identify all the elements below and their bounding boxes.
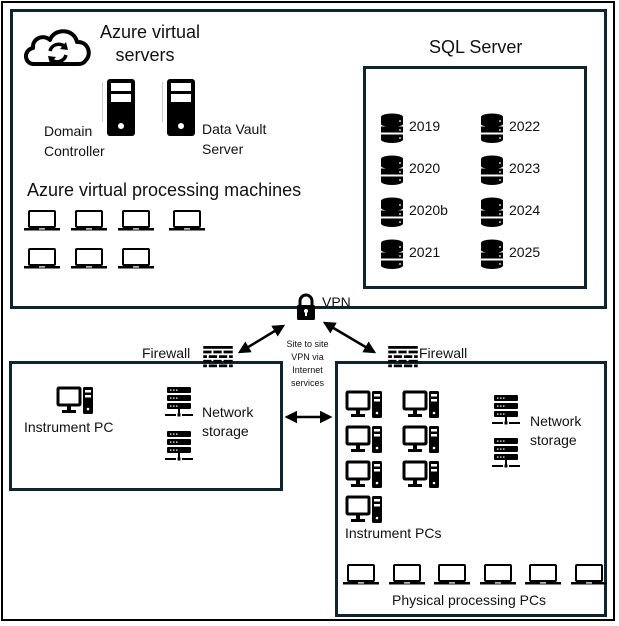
- instrument-pc-icon: [402, 460, 440, 490]
- arrow-vpn-left-firewall: [237, 324, 286, 354]
- database-label: 2020b: [409, 202, 448, 218]
- instrument-pcs-label: Instrument PCs: [345, 525, 442, 541]
- arrow-vpn-right-firewall: [322, 321, 377, 354]
- network-storage-icon: [492, 394, 520, 426]
- instrument-pc-icon: [345, 390, 383, 420]
- left-site-box: [9, 361, 283, 491]
- laptop-icon: [434, 564, 470, 586]
- laptop-icon: [571, 564, 607, 586]
- database-label: 2021: [409, 244, 441, 260]
- domain-controller-label: Domain Controller: [44, 123, 105, 159]
- lock-icon: [297, 293, 315, 320]
- network-storage-icon: [492, 437, 520, 469]
- divider: [162, 82, 163, 122]
- instrument-pc-icon: [345, 460, 383, 490]
- physical-pcs-label: Physical processing PCs: [392, 592, 547, 608]
- database-label: 2020: [409, 160, 441, 176]
- data-vault-server-label: Data Vault Server: [202, 121, 267, 157]
- database-label: 2023: [509, 160, 541, 176]
- instrument-pc-label: Instrument PC: [24, 419, 114, 435]
- vpn-label: VPN: [322, 294, 351, 310]
- database-label: 2019: [409, 118, 441, 134]
- divider: [102, 82, 103, 122]
- laptop-icon: [525, 564, 561, 586]
- left-firewall-label: Firewall: [142, 345, 191, 361]
- instrument-pc-icon: [345, 425, 383, 455]
- network-storage-icon: [165, 386, 193, 418]
- vpn-note: Site to site VPN via Internet services: [286, 339, 329, 388]
- database-label: 2025: [509, 244, 541, 260]
- laptop-icon: [389, 564, 425, 586]
- right-network-storage-label: Network storage: [530, 413, 582, 448]
- cloud-sync-icon: [24, 29, 91, 66]
- instrument-pc-icon: [402, 425, 440, 455]
- right-firewall-icon: [388, 346, 418, 370]
- instrument-pc-icon: [402, 390, 440, 420]
- left-network-storage-label: Network storage: [202, 404, 254, 439]
- instrument-pc-icon: [56, 386, 94, 416]
- right-firewall-label: Firewall: [419, 345, 468, 361]
- database-label: 2024: [509, 202, 541, 218]
- laptop-icon: [480, 564, 516, 586]
- instrument-pc-icon: [345, 495, 383, 525]
- left-firewall-icon: [203, 346, 233, 370]
- azure-servers-title: Azure virtual servers: [100, 22, 201, 65]
- azure-processing-title: Azure virtual processing machines: [27, 180, 302, 200]
- database-label: 2022: [509, 118, 541, 134]
- laptop-icon: [343, 564, 379, 586]
- sql-server-title: SQL Server: [429, 37, 523, 57]
- network-storage-icon: [165, 430, 193, 462]
